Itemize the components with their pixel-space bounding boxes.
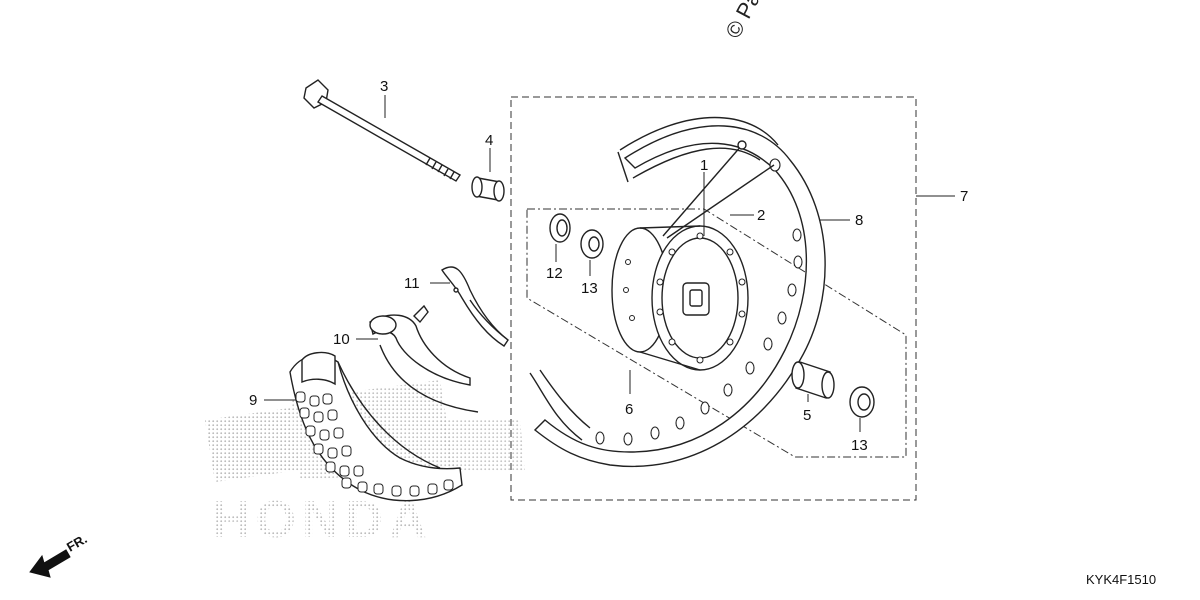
callout-4: 4 <box>485 132 493 149</box>
front-direction-label: FR. <box>64 531 90 554</box>
front-arrow-icon <box>29 549 71 578</box>
callout-8: 8 <box>855 212 863 229</box>
diagram-code: KYK4F1510 <box>1086 572 1156 587</box>
callout-13-lower: 13 <box>851 437 868 454</box>
rim-band <box>441 266 509 347</box>
front-direction-indicator: FR. <box>29 531 90 578</box>
callout-labels: 1 2 3 4 5 6 7 8 9 10 11 12 13 13 <box>249 78 968 454</box>
bearing-lower <box>849 386 875 418</box>
callout-5: 5 <box>803 407 811 424</box>
callout-6: 6 <box>625 401 633 418</box>
distance-collar <box>791 361 835 399</box>
inner-tube <box>369 304 479 413</box>
rim <box>529 116 826 467</box>
callout-12: 12 <box>546 265 563 282</box>
hub <box>611 225 749 371</box>
leader-lines <box>264 95 955 432</box>
callout-10: 10 <box>333 331 350 348</box>
bearing-upper <box>580 229 604 259</box>
callout-9: 9 <box>249 392 257 409</box>
callout-1: 1 <box>700 157 708 174</box>
callout-13-upper: 13 <box>581 280 598 297</box>
wheel-assembly-box <box>510 96 917 501</box>
dust-seal <box>549 213 571 243</box>
watermark-brand-text: HONDA <box>212 491 433 549</box>
axle-collar <box>471 176 505 202</box>
callout-11: 11 <box>404 275 420 292</box>
axle-bolt <box>303 79 461 182</box>
copyright-watermark: © Pa <box>720 0 766 42</box>
callout-7: 7 <box>960 188 968 205</box>
callout-3: 3 <box>380 78 388 95</box>
tire <box>289 351 463 502</box>
spokes <box>662 140 775 239</box>
callout-2: 2 <box>757 207 765 224</box>
